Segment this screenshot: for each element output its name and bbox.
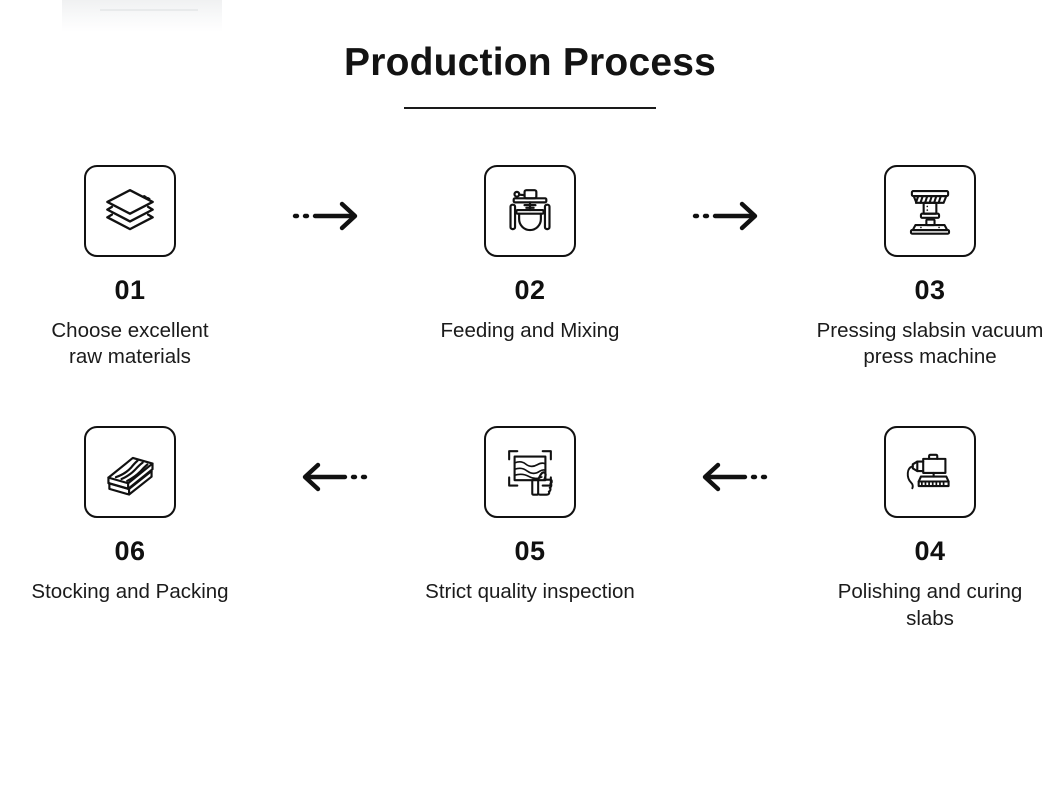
step-02[interactable]: 02 Feeding and Mixing	[385, 164, 675, 344]
flow-row-top: 01 Choose excellent raw materials	[0, 164, 1060, 370]
step-04-label: Polishing and curing slabs	[837, 580, 1023, 630]
connector-02-to-03	[675, 165, 785, 233]
step-05-label: Strict quality inspection	[425, 580, 635, 604]
mixer-machine-icon	[501, 182, 559, 240]
production-process-flow: 01 Choose excellent raw materials	[0, 164, 1060, 632]
page-title: Production Process	[343, 41, 717, 84]
stacked-slabs-icon	[100, 442, 160, 502]
step-04[interactable]: 04 Polishing and curing slabs	[785, 426, 1060, 631]
dashed-arrow-right-icon	[692, 199, 768, 233]
connector-04-to-05	[675, 426, 785, 494]
dashed-arrow-left-icon	[292, 460, 368, 494]
step-05[interactable]: 05 Strict quality inspection	[385, 426, 675, 605]
step-01[interactable]: 01 Choose excellent raw materials	[0, 164, 275, 370]
quality-inspection-thumbsup-icon	[501, 443, 559, 501]
step-06-icon-box[interactable]	[84, 426, 176, 519]
dashed-arrow-right-icon	[292, 199, 368, 233]
step-01-icon-box[interactable]	[84, 164, 176, 257]
step-03-icon-box[interactable]	[884, 164, 976, 257]
step-02-number: 02	[514, 274, 546, 305]
layers-stack-icon	[101, 182, 159, 240]
step-01-label: Choose excellent raw materials	[51, 318, 209, 369]
step-03[interactable]: 03 Pressing slabsin vacuum press machine	[785, 164, 1060, 370]
step-06[interactable]: 06 Stocking and Packing	[0, 426, 275, 605]
step-03-number: 03	[914, 274, 946, 305]
step-04-icon-box[interactable]	[884, 426, 976, 519]
vacuum-press-machine-icon	[901, 182, 959, 240]
polishing-machine-icon	[901, 443, 959, 501]
step-06-label: Stocking and Packing	[31, 580, 229, 604]
title-underline-divider	[404, 106, 656, 109]
step-05-number: 05	[514, 536, 546, 567]
step-03-label: Pressing slabsin vacuum press machine	[816, 318, 1044, 369]
step-02-label: Feeding and Mixing	[440, 318, 620, 342]
dashed-arrow-left-icon	[692, 460, 768, 494]
step-06-number: 06	[114, 536, 146, 567]
step-02-icon-box[interactable]	[484, 164, 576, 257]
step-04-number: 04	[914, 536, 946, 567]
page-header: Production Process	[0, 0, 1060, 109]
connector-01-to-02	[275, 165, 385, 233]
step-01-number: 01	[114, 274, 146, 305]
flow-row-bottom: 06 Stocking and Packing	[0, 426, 1060, 631]
step-05-icon-box[interactable]	[484, 426, 576, 519]
connector-05-to-06	[275, 426, 385, 494]
